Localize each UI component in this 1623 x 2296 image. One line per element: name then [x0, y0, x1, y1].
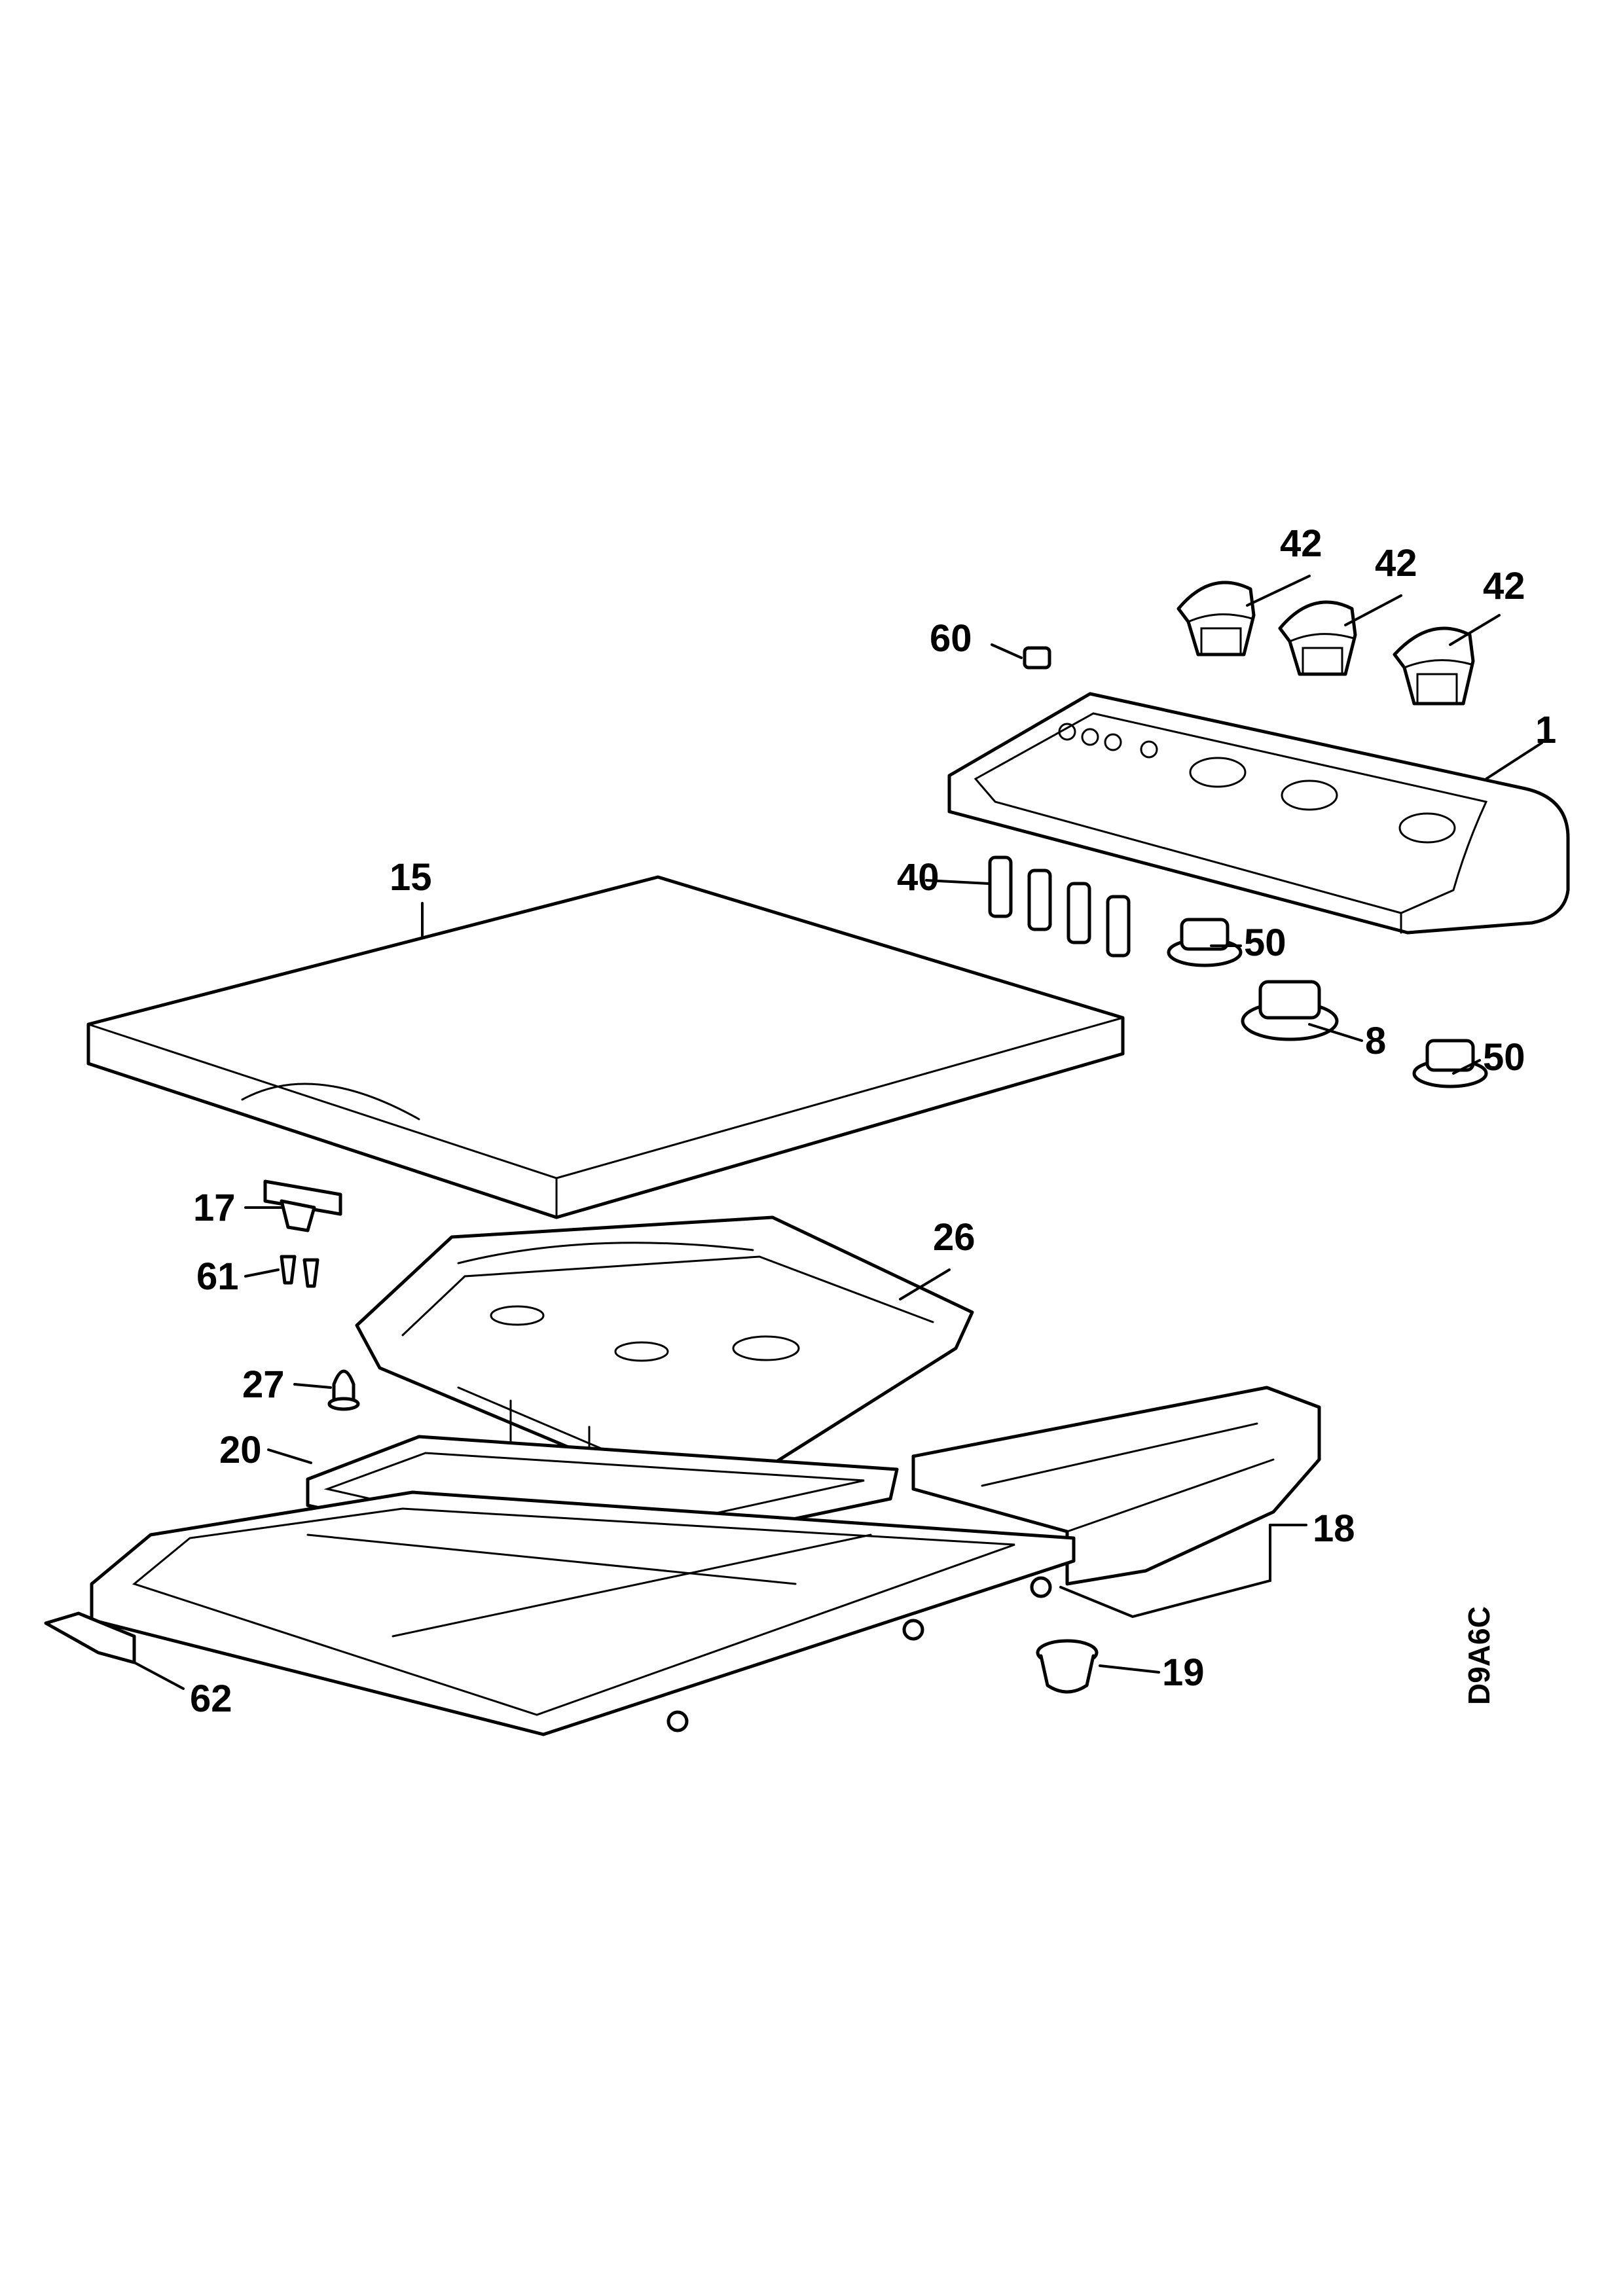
part-27-clip [327, 1369, 360, 1411]
callout-40: 40 [897, 856, 939, 899]
part-15-lid [86, 875, 1125, 1219]
part-17-hinge [263, 1179, 342, 1232]
drawing-code: D9A6C [1462, 1606, 1496, 1705]
part-8-rotary-switch [1241, 980, 1339, 1041]
callout-42-middle: 42 [1375, 542, 1417, 584]
callout-1: 1 [1535, 709, 1556, 751]
callout-42-right: 42 [1483, 565, 1525, 607]
callout-60: 60 [930, 617, 972, 660]
callout-50-lower: 50 [1483, 1036, 1525, 1079]
callout-50-upper: 50 [1244, 922, 1286, 964]
callout-19: 19 [1162, 1651, 1205, 1694]
part-40-push-buttons [988, 855, 1131, 958]
callout-8: 8 [1365, 1020, 1386, 1062]
callout-20: 20 [219, 1429, 262, 1471]
callout-26: 26 [933, 1216, 976, 1259]
callout-61: 61 [196, 1255, 239, 1298]
part-1-control-panel [947, 692, 1570, 935]
part-26-detergent-drawer [355, 1215, 974, 1507]
callout-42-left: 42 [1280, 522, 1322, 565]
callout-18: 18 [1313, 1507, 1355, 1550]
callout-17: 17 [193, 1187, 236, 1229]
part-50-rotary-switch-upper [1167, 918, 1243, 967]
part-18-dispenser-housing [911, 1386, 1321, 1586]
part-42-knob-left [1176, 581, 1256, 656]
callout-27: 27 [242, 1363, 285, 1406]
part-42-knob-middle [1278, 600, 1357, 676]
base-frame [90, 1490, 1076, 1736]
part-60-plug [1023, 646, 1051, 670]
part-61-screws [280, 1255, 319, 1288]
leader-lines [133, 575, 1543, 1690]
callout-62: 62 [190, 1677, 232, 1720]
part-62-bracket [44, 1611, 136, 1664]
callout-15: 15 [390, 856, 432, 899]
part-19-cup [1036, 1639, 1099, 1694]
part-42-knob-right [1393, 626, 1475, 706]
